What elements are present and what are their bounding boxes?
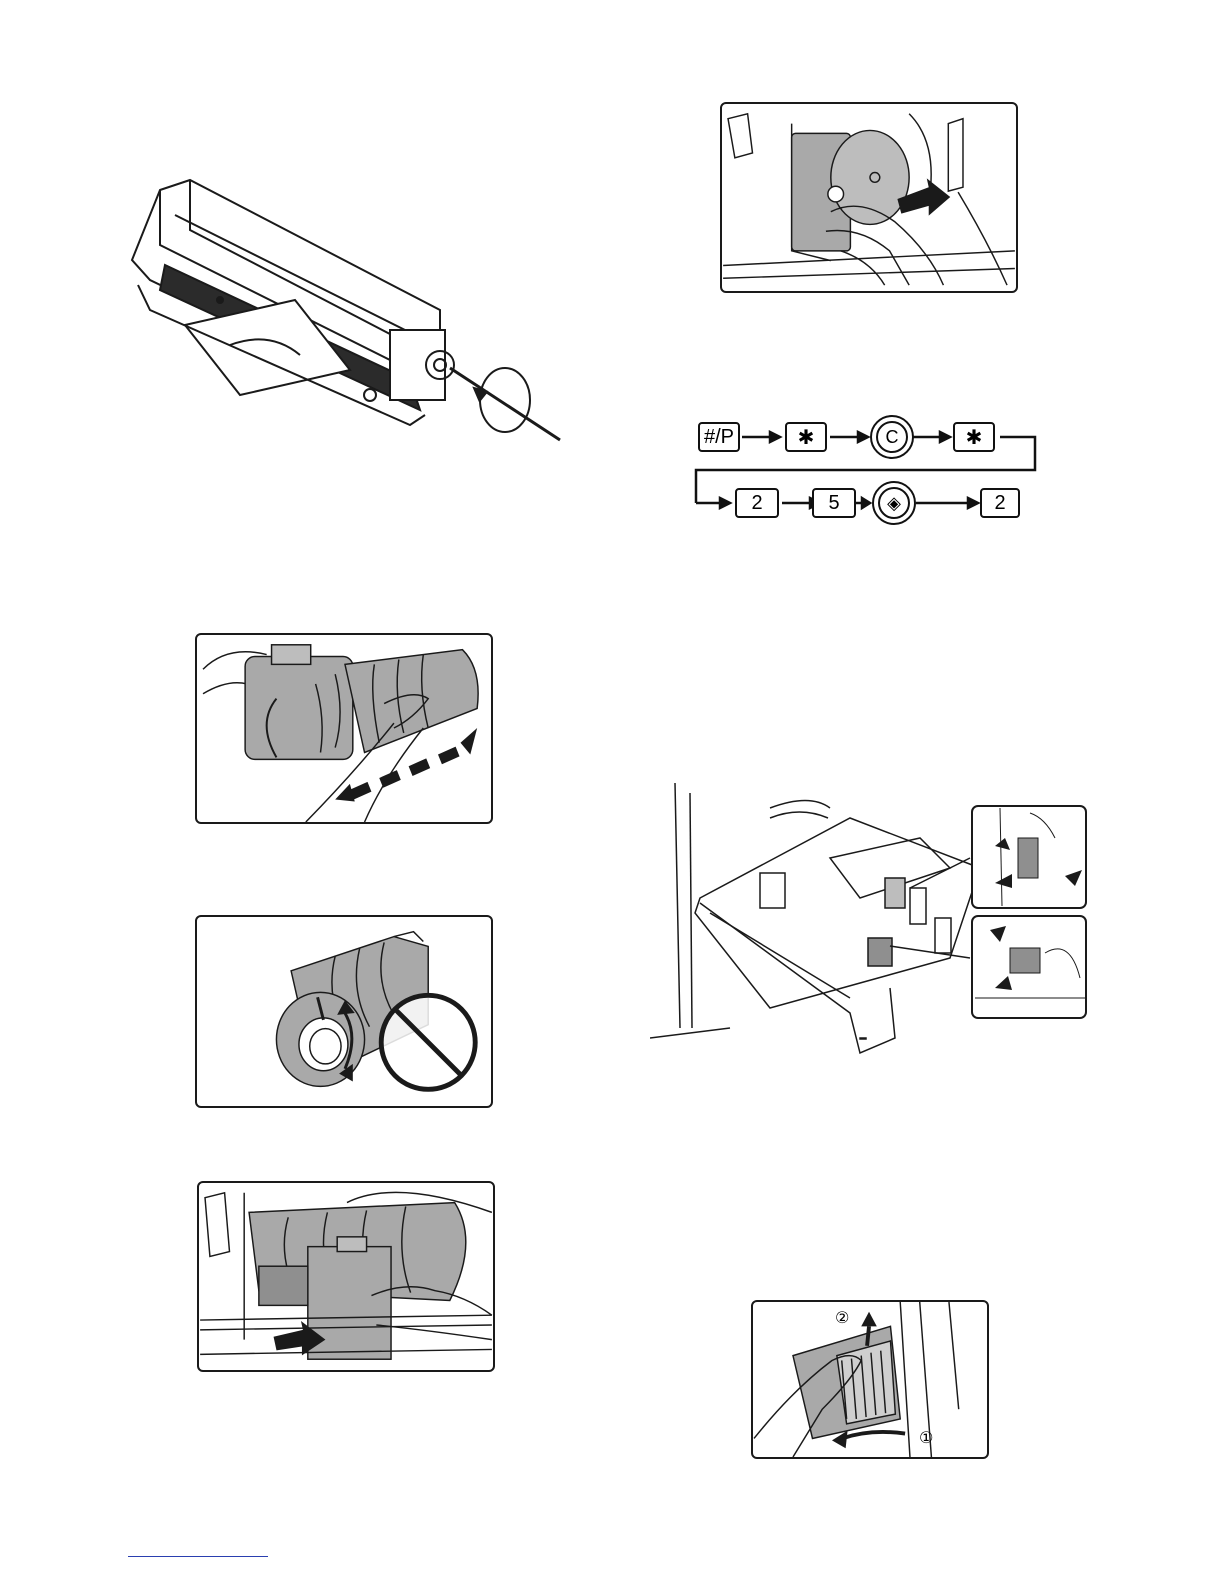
footer-rule xyxy=(128,1556,268,1557)
keypad-sequence: #/P ✱ C ✱ 2 5 ◈ 2 xyxy=(690,410,1050,530)
key-hash-p[interactable]: #/P xyxy=(698,422,740,452)
drum-unit-drawing xyxy=(120,170,590,460)
no-rotate-panel xyxy=(195,915,493,1108)
toner-insert-drawing xyxy=(722,104,1016,291)
cover-open-drawing xyxy=(753,1302,987,1457)
key-2-first[interactable]: 2 xyxy=(735,488,779,518)
cover-open-panel: ② ① xyxy=(751,1300,989,1459)
step-2-marker: ② xyxy=(835,1308,849,1327)
shake-toner-panel xyxy=(195,633,493,824)
key-asterisk-2[interactable]: ✱ xyxy=(953,422,995,452)
toner-insert-panel xyxy=(720,102,1018,293)
lift-arrow-icon xyxy=(861,1312,877,1327)
key-clear-label: C xyxy=(876,421,908,453)
prohibited-icon xyxy=(381,995,475,1089)
key-clear[interactable]: C xyxy=(870,415,914,459)
key-start[interactable]: ◈ xyxy=(872,481,916,525)
drum-unit-illustration xyxy=(120,170,590,460)
paper-tray-drawing xyxy=(650,778,1088,1060)
push-toner-panel xyxy=(197,1181,495,1372)
no-rotate-drawing xyxy=(197,917,491,1106)
inset-guide-bottom xyxy=(972,916,1086,1018)
push-toner-drawing xyxy=(199,1183,493,1370)
start-icon: ◈ xyxy=(878,487,910,519)
shake-arrow-icon xyxy=(335,728,477,801)
step-1-marker: ① xyxy=(919,1428,933,1447)
key-2-second[interactable]: 2 xyxy=(980,488,1020,518)
key-5[interactable]: 5 xyxy=(812,488,856,518)
key-asterisk-1[interactable]: ✱ xyxy=(785,422,827,452)
paper-tray-illustration xyxy=(650,778,1088,1060)
shake-toner-drawing xyxy=(197,635,491,822)
inset-guide-top xyxy=(972,806,1086,908)
